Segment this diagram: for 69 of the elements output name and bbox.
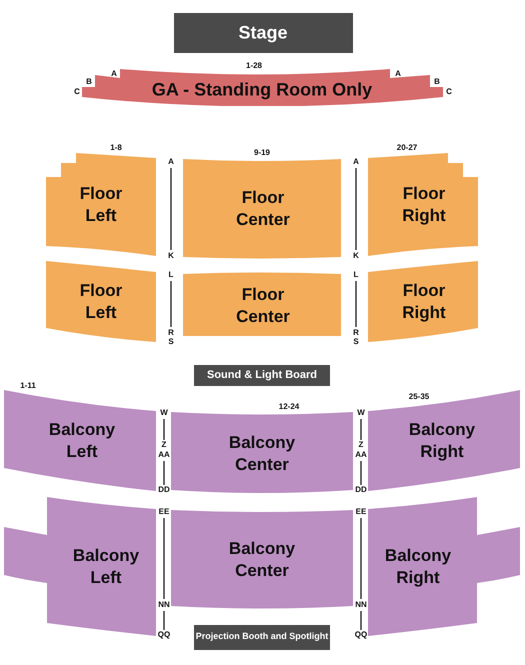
section-name: Floor Center [235,284,291,328]
row-label: R [168,329,174,337]
section-name: Balcony Left [48,418,116,463]
seating-section [368,497,520,636]
section-name: GA - Standing Room Only [150,78,374,102]
row-label: B [434,78,440,86]
row-label: C [446,88,452,96]
section-name: Balcony Center [228,538,296,582]
row-label: W [357,409,365,417]
row-label: QQ [158,631,170,639]
section-name: Stage [237,21,289,44]
seating-section [4,390,156,491]
row-label: NN [355,601,367,609]
row-label: K [353,252,359,260]
seat-range-label: 12-24 [278,403,300,411]
seat-range-label: 1-28 [246,62,262,70]
row-label: K [168,252,174,260]
section-name: Floor Right [401,280,447,324]
row-label: L [354,271,358,279]
section-name: Balcony Left [72,544,140,589]
seat-range-label: 25-35 [408,393,430,401]
seat-range-label: 1-11 [20,382,36,390]
row-label: A [111,70,117,78]
row-label: EE [158,508,170,516]
section-name: Balcony Center [228,432,296,476]
row-label: L [168,271,174,279]
standing-area [82,69,443,106]
row-label: A [353,158,359,166]
section-name: Projection Booth and Spotlight [194,631,330,643]
row-label: AA [158,451,170,459]
row-label: W [160,409,168,417]
stage-block [174,13,353,53]
section-name: Balcony Right [384,544,452,589]
row-label: S [168,338,174,346]
row-label: EE [356,508,366,516]
sound-board-block [194,365,330,386]
section-name: Floor Left [78,280,124,324]
seat-range-label: 1-8 [110,144,122,152]
row-label: AA [355,451,367,459]
section-name: Balcony Right [408,418,476,463]
seat-range-label: 9-19 [254,149,270,157]
seating-section [4,497,156,636]
row-label: QQ [354,631,368,639]
row-label: Z [358,441,364,449]
row-label: S [353,338,359,346]
seating-section [368,153,478,256]
row-label: C [74,88,80,96]
seating-section [171,412,353,496]
row-label: B [86,78,92,86]
section-name: Floor Right [401,182,447,227]
row-label: Z [162,441,166,449]
section-name: Sound & Light Board [206,368,318,382]
seating-section [46,153,156,256]
section-name: Floor Left [78,182,124,227]
seating-section [183,159,341,260]
seating-section [368,261,478,342]
seat-range-label: 20-27 [396,144,418,152]
row-label: A [168,158,174,166]
row-label: R [353,329,359,337]
seating-section [183,271,341,336]
row-label: NN [158,601,170,609]
projection-booth-block [194,625,330,650]
seating-section [46,261,156,342]
seating-section [368,390,520,491]
row-label: DD [158,486,170,494]
row-label: DD [355,486,367,494]
row-label: A [395,70,401,78]
section-name: Floor Center [235,186,291,231]
seating-section [171,510,353,611]
